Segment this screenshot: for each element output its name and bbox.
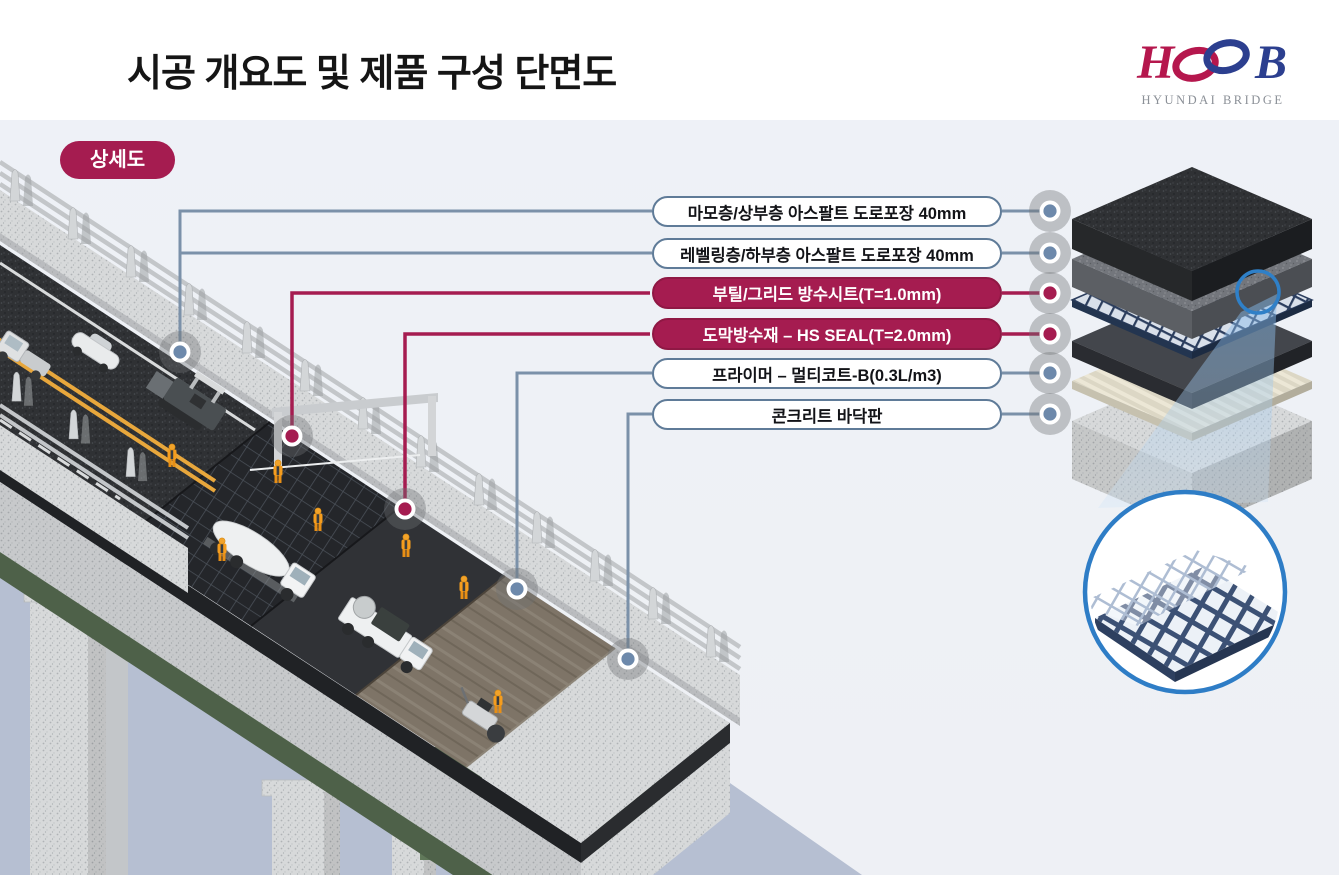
- mini-machine: [0, 330, 51, 381]
- hoob-logo-icon: H B: [1136, 36, 1287, 89]
- stack-wearing-asphalt: [1072, 167, 1312, 301]
- infinity-icon: [1172, 39, 1250, 82]
- logo-letter-h: H: [1136, 36, 1176, 89]
- page-title: 시공 개요도 및 제품 구성 단면도: [127, 53, 617, 95]
- tanker-truck: [203, 520, 316, 603]
- logo-subtitle: HYUNDAI BRIDGE: [1141, 93, 1285, 107]
- small-roller: [460, 686, 505, 743]
- label-primer: 프라이머 – 멀티코트-B(0.3L/m3): [652, 358, 1002, 389]
- stage-bare-concrete: [466, 648, 730, 843]
- label-concrete-deck: 콘크리트 바닥판: [652, 399, 1002, 430]
- label-leveling-course: 레벨링층/하부층 아스팔트 도로포장 40mm: [652, 238, 1002, 269]
- deck-end-face: [581, 723, 730, 875]
- logo-letter-b: B: [1254, 36, 1287, 89]
- label-hs-seal: 도막방수재 – HS SEAL(T=2.0mm): [652, 318, 1002, 350]
- stage-grid-mesh: [121, 422, 400, 626]
- label-butyl-grid-sheet: 부틸/그리드 방수시트(T=1.0mm): [652, 277, 1002, 309]
- company-logo: H B HYUNDAI BRIDGE: [1135, 34, 1291, 108]
- stage-primer: [356, 576, 615, 767]
- deck-surface: [0, 245, 730, 843]
- stage-membrane: [251, 507, 505, 695]
- near-guardrail: [0, 371, 190, 593]
- magnified-grid-detail: [1090, 550, 1280, 682]
- bridge-piers: [23, 585, 436, 875]
- detail-view-badge: 상세도: [60, 141, 176, 179]
- stage-finished-asphalt: [0, 245, 270, 541]
- grid-highlight-circle: [1235, 269, 1281, 315]
- asphalt-paver: [145, 371, 226, 431]
- car: [71, 332, 120, 373]
- label-wearing-course: 마모층/상부층 아스팔트 도로포장 40mm: [652, 196, 1002, 227]
- equipment-truck: [338, 595, 433, 674]
- bridge-illustration: [0, 160, 1314, 875]
- magnifier: [1082, 269, 1288, 695]
